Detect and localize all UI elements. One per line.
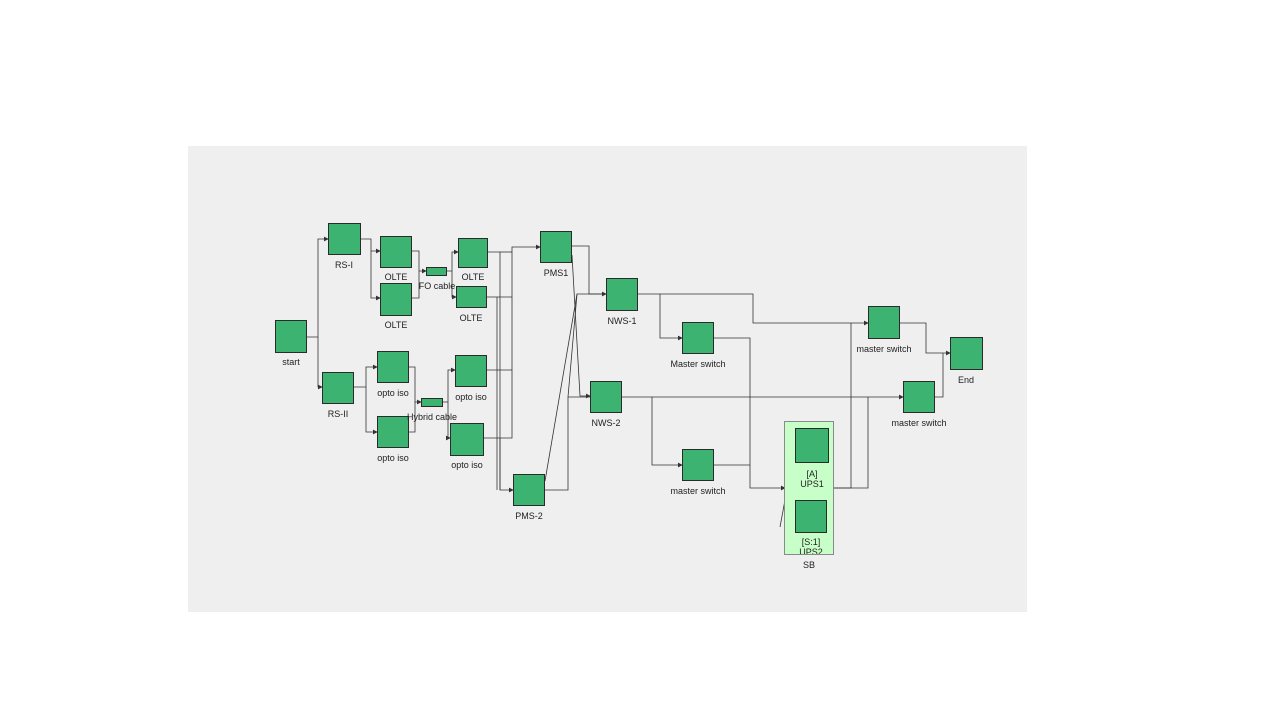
rs1-label: RS-I	[335, 260, 353, 270]
wire-opto1-hybrid	[409, 366, 422, 405]
wire-pms2-nws2	[544, 293, 578, 482]
ms4-block[interactable]	[903, 381, 935, 413]
olte2-label: OLTE	[384, 320, 408, 330]
wire-opto3-pms	[487, 297, 513, 371]
hybrid-cable-label: Hybrid cable	[406, 412, 458, 422]
wire-hybrid-opto4	[446, 402, 451, 441]
pms2-label: PMS-2	[515, 511, 543, 521]
pms1-label: PMS1	[543, 268, 569, 278]
opto4-block[interactable]	[450, 423, 484, 456]
olte2-block[interactable]	[380, 283, 412, 316]
ups2-block[interactable]	[795, 500, 827, 533]
wire-ms1-sb	[714, 337, 786, 491]
wire-fo-olte4	[451, 271, 457, 300]
wire-opto2-hybrid	[409, 402, 416, 433]
nws1-label: NWS-1	[607, 316, 637, 326]
opto1-block[interactable]	[377, 351, 409, 383]
ms2-label: master switch	[856, 344, 912, 354]
wire-hybrid-opto3	[443, 367, 456, 403]
ms3-label: master switch	[670, 486, 726, 496]
rs1-block[interactable]	[328, 223, 361, 255]
nws2-label: NWS-2	[591, 418, 621, 428]
wire-nws1-ms2	[660, 293, 869, 326]
wire-start-rs2	[317, 337, 323, 390]
end-block[interactable]	[950, 337, 983, 370]
wire-opto4-pms	[484, 370, 513, 439]
ups1-tag-label: [A]	[806, 469, 818, 479]
ms2-block[interactable]	[868, 306, 900, 339]
rs2-block[interactable]	[322, 372, 354, 404]
rs2-label: RS-II	[327, 409, 349, 419]
ms3-block[interactable]	[682, 449, 714, 481]
wire-rs1-olte2	[370, 251, 381, 301]
fo-cable-label: FO cable	[418, 281, 456, 291]
wire-sb-ms2	[834, 323, 852, 489]
wire-rs2-opto1	[354, 364, 378, 388]
wire-ms2-end	[900, 322, 951, 356]
nws1-block[interactable]	[606, 278, 638, 311]
ups1-block[interactable]	[795, 428, 829, 463]
end-label: End	[957, 375, 975, 385]
ups2-label: UPS2	[799, 547, 823, 554]
ms4-label: master switch	[891, 418, 947, 428]
wire-olte3-pms	[488, 251, 501, 490]
ups1-label: UPS1	[800, 479, 824, 489]
olte4-label: OLTE	[459, 313, 483, 323]
ms1-block[interactable]	[682, 322, 714, 354]
olte3-label: OLTE	[461, 272, 485, 282]
opto1-label: opto iso	[377, 388, 409, 398]
wire-rs1-olte1	[361, 238, 381, 254]
ups2-tag-label: [S:1]	[801, 537, 821, 547]
wire-olte2-fo	[412, 271, 420, 299]
fo-cable-block[interactable]	[426, 267, 447, 276]
wire-pms1-nws1	[572, 245, 607, 297]
olte4-block[interactable]	[456, 286, 487, 308]
olte1-block[interactable]	[380, 236, 412, 268]
wire-olte4-pms	[487, 244, 541, 298]
wire-bus-pms2	[499, 438, 514, 493]
opto3-label: opto iso	[455, 392, 487, 402]
olte3-block[interactable]	[458, 238, 488, 268]
opto2-block[interactable]	[377, 416, 409, 448]
pms2-block[interactable]	[513, 474, 545, 506]
olte1-label: OLTE	[384, 272, 408, 282]
wire-ms4-end	[935, 353, 944, 398]
start-label: start	[282, 357, 300, 367]
hybrid-cable-block[interactable]	[421, 398, 443, 407]
wire-olte1-fo	[412, 250, 427, 274]
ms1-label: Master switch	[670, 359, 726, 369]
wire-rs2-opto2	[365, 387, 378, 435]
pms1-block[interactable]	[540, 231, 572, 263]
wire-nws2-ms3	[622, 396, 683, 468]
opto3-block[interactable]	[455, 355, 487, 387]
opto4-label: opto iso	[451, 460, 483, 470]
opto2-label: opto iso	[377, 453, 409, 463]
wire-sb-ms4	[834, 397, 869, 489]
wire-start-rs1	[307, 236, 329, 338]
wire-nws1-ms1	[638, 293, 683, 341]
wire-fo-olte3	[447, 249, 459, 272]
start-block[interactable]	[275, 320, 307, 353]
sb-label: SB	[802, 560, 816, 570]
wire-pms1-nws2	[571, 254, 591, 399]
nws2-block[interactable]	[590, 381, 622, 413]
